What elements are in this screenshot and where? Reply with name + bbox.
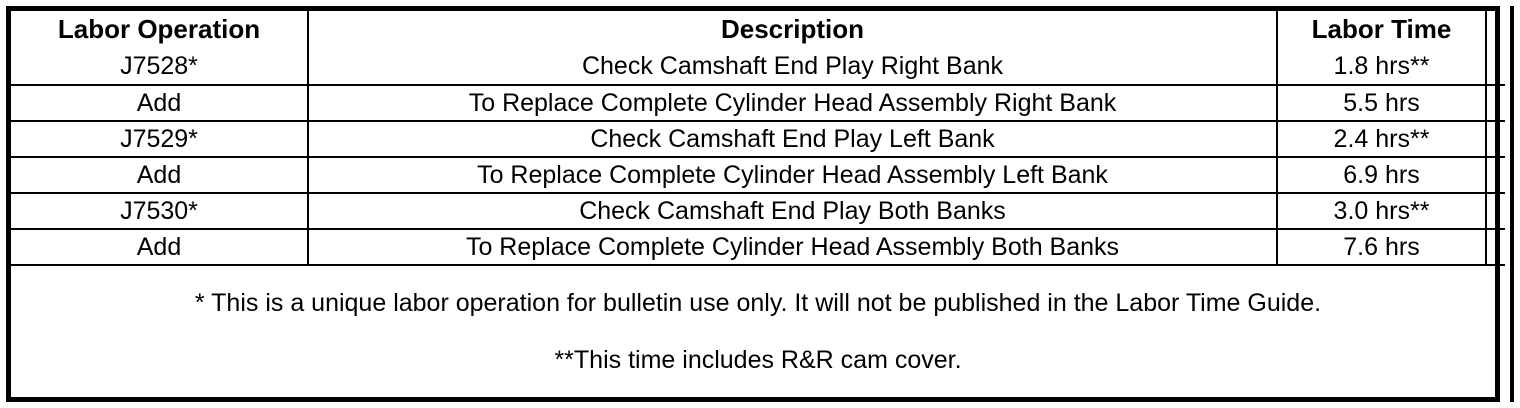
cell-labor-time: 3.0 hrs** [1276, 192, 1487, 230]
table-row: Add To Replace Complete Cylinder Head As… [11, 228, 1505, 266]
column-header-labor-operation: Labor Operation [11, 11, 309, 49]
cell-description: Check Camshaft End Play Both Banks [307, 192, 1278, 230]
footnote-cell: * This is a unique labor operation for b… [11, 264, 1505, 397]
cell-spacer [1485, 49, 1505, 86]
cell-spacer [1485, 192, 1505, 230]
cell-description: Check Camshaft End Play Left Bank [307, 120, 1278, 158]
table-footnote-row: * This is a unique labor operation for b… [11, 264, 1505, 397]
labor-operation-table-frame: Labor Operation Description Labor Time J… [6, 6, 1505, 402]
cell-description: Check Camshaft End Play Right Bank [307, 49, 1278, 86]
cell-labor-operation: J7530* [11, 192, 309, 230]
table-header: Labor Operation Description Labor Time [11, 11, 1505, 49]
cell-labor-time: 5.5 hrs [1276, 84, 1487, 122]
footnote-double-asterisk: **This time includes R&R cam cover. [554, 345, 962, 374]
column-header-spacer [1485, 11, 1505, 49]
cell-labor-operation: J7529* [11, 120, 309, 158]
cell-labor-time: 7.6 hrs [1276, 228, 1487, 266]
cell-description: To Replace Complete Cylinder Head Assemb… [307, 84, 1278, 122]
column-header-description: Description [307, 11, 1278, 49]
cell-labor-operation: Add [11, 84, 309, 122]
table-row: Add To Replace Complete Cylinder Head As… [11, 156, 1505, 194]
cell-spacer [1485, 228, 1505, 266]
column-header-labor-time: Labor Time [1276, 11, 1487, 49]
cell-labor-time: 6.9 hrs [1276, 156, 1487, 194]
cell-spacer [1485, 84, 1505, 122]
table-row: J7528* Check Camshaft End Play Right Ban… [11, 49, 1505, 86]
table-header-row: Labor Operation Description Labor Time [11, 11, 1505, 49]
table-row: J7530* Check Camshaft End Play Both Bank… [11, 192, 1505, 230]
table-row: J7529* Check Camshaft End Play Left Bank… [11, 120, 1505, 158]
cell-labor-time: 2.4 hrs** [1276, 120, 1487, 158]
cell-labor-operation: Add [11, 228, 309, 266]
table-body: J7528* Check Camshaft End Play Right Ban… [11, 49, 1505, 397]
cell-labor-operation: Add [11, 156, 309, 194]
cell-spacer [1485, 120, 1505, 158]
cell-description: To Replace Complete Cylinder Head Assemb… [307, 156, 1278, 194]
cell-spacer [1485, 156, 1505, 194]
labor-operation-table: Labor Operation Description Labor Time J… [11, 11, 1505, 397]
table-row: Add To Replace Complete Cylinder Head As… [11, 84, 1505, 122]
cell-labor-time: 1.8 hrs** [1276, 49, 1487, 86]
right-vertical-rule [1510, 6, 1514, 402]
cell-description: To Replace Complete Cylinder Head Assemb… [307, 228, 1278, 266]
cell-labor-operation: J7528* [11, 49, 309, 86]
footnote-single-asterisk: * This is a unique labor operation for b… [194, 288, 1322, 317]
